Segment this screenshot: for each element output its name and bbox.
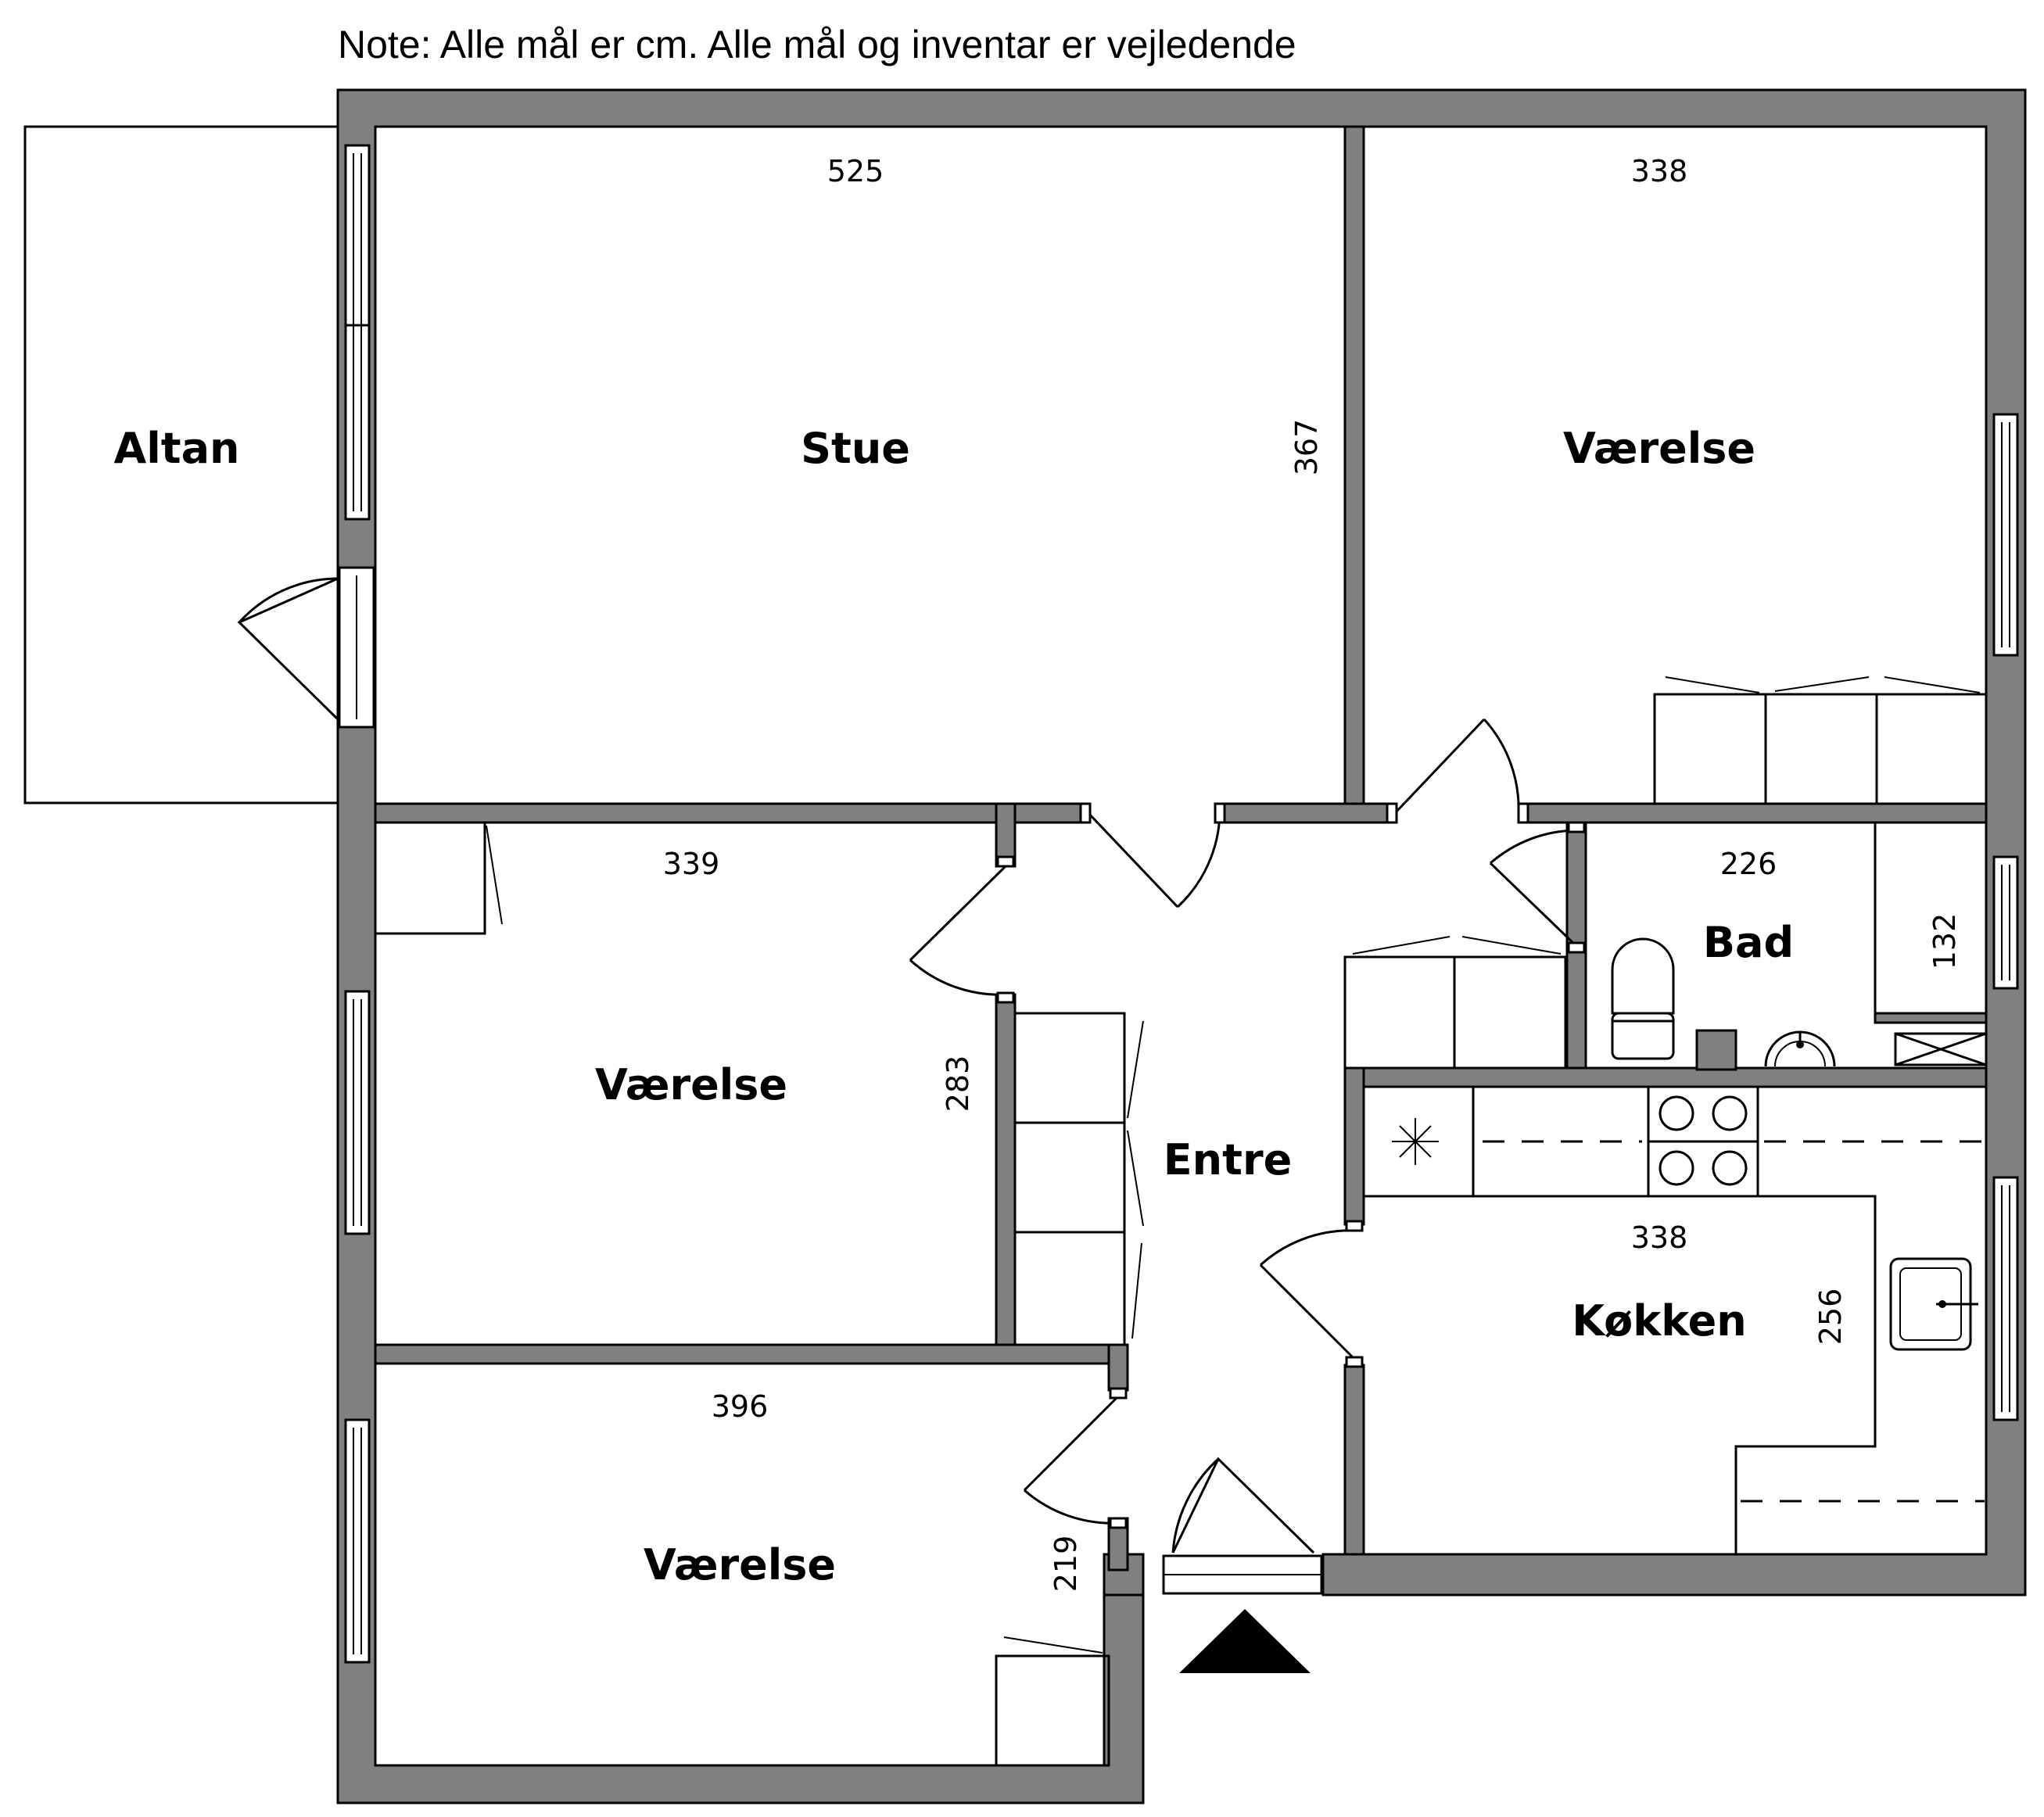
door-jamb (1345, 1220, 1364, 1232)
room-label-vaerelse-ne: Værelse (1563, 424, 1755, 473)
windows (338, 144, 2019, 1664)
wall-vaerelse-w-bottom (374, 1343, 1128, 1365)
dim-vaerelse-sw-height: 219 (1049, 1536, 1083, 1593)
room-label-koekken: Køkken (1572, 1296, 1746, 1346)
door-vaerelse-ne (1393, 718, 1520, 815)
dim-vaerelse-w-height: 283 (941, 1055, 975, 1113)
door-balcony (237, 577, 339, 721)
wall-vaerelse-bottom (1523, 802, 1988, 824)
door-vaerelse-w (909, 865, 1007, 996)
wall-stue-vaerelse (1343, 125, 1365, 807)
door-jamb (1567, 821, 1586, 833)
door-jamb (996, 991, 1015, 1004)
kitchen-sink-icon (1889, 1257, 1978, 1351)
room-labels: Altan Stue Værelse Værelse Værelse Entre… (114, 424, 1795, 1589)
wall-bad-west (1565, 821, 1587, 948)
wall-bad-storage (1874, 1012, 1988, 1024)
door-entrance (1171, 1457, 1315, 1554)
dim-bad-height: 132 (1927, 913, 1962, 970)
door-jamb (1079, 802, 1092, 824)
closet-vaerelse-w (374, 821, 486, 935)
wall-koekken-west (1343, 1364, 1365, 1556)
door-jamb (996, 855, 1015, 868)
door-jamb (1517, 802, 1529, 824)
room-label-bad: Bad (1703, 918, 1794, 967)
dim-vaerelse-sw-width: 396 (712, 1389, 769, 1424)
doors (237, 577, 1586, 1554)
dim-bad-width: 226 (1720, 847, 1777, 881)
wardrobe-vaerelse-ne (1653, 693, 1988, 805)
wall-stue-bottom-right (1221, 802, 1389, 824)
door-stue (1087, 812, 1221, 908)
window-bad (1992, 855, 2019, 990)
dim-koekken-height: 256 (1813, 1288, 1848, 1346)
wall-vaerelse-w-east (995, 993, 1017, 1357)
door-koekken (1259, 1229, 1356, 1360)
door-bad (1489, 829, 1578, 948)
door-jamb (1345, 1356, 1364, 1368)
room-label-altan: Altan (114, 424, 240, 473)
wall-koekken-west-top (1343, 1066, 1365, 1226)
wall-bad-west-low (1565, 941, 1587, 1088)
walls (336, 88, 2027, 1804)
toilet-icon (1611, 937, 1675, 1060)
wardrobe-hall (1013, 1012, 1126, 1346)
window-vaerelse-ne (1992, 413, 2019, 657)
door-vaerelse-sw (1023, 1395, 1120, 1525)
room-label-vaerelse-w: Værelse (595, 1060, 787, 1109)
dim-vaerelse-ne-width: 338 (1631, 154, 1688, 188)
room-label-vaerelse-sw: Værelse (644, 1540, 836, 1589)
closet-vaerelse-sw (995, 1654, 1110, 1767)
furniture (374, 676, 1988, 1767)
wall-vaerelse-sw-east-top (1107, 1343, 1129, 1392)
window-stue (344, 144, 371, 521)
washbasin-icon (1764, 1030, 1836, 1067)
ventilation-icon (1894, 1032, 1988, 1066)
wall-bad-step (1695, 1029, 1737, 1071)
note-text: Note: Alle mål er cm. Alle mål og invent… (338, 23, 1296, 66)
window-vaerelse-sw (344, 1418, 371, 1664)
door-jamb (1214, 802, 1226, 824)
door-jamb (1109, 1517, 1128, 1529)
dim-stue-width: 525 (827, 154, 884, 188)
room-label-stue: Stue (801, 424, 910, 473)
entrance-arrow-icon (1179, 1609, 1311, 1673)
room-label-entre: Entre (1164, 1135, 1292, 1184)
wall-stue-bottom-left (374, 802, 1087, 824)
light-fixture-icon (1392, 1118, 1439, 1165)
door-jamb (1109, 1387, 1128, 1399)
wall-bad-bottom (1343, 1066, 1988, 1088)
window-vaerelse-w (344, 990, 371, 1235)
dim-stue-height: 367 (1289, 419, 1324, 476)
window-koekken (1992, 1176, 2019, 1421)
dim-vaerelse-w-width: 339 (663, 847, 720, 881)
dimensions: 525 367 338 339 283 396 219 226 132 338 … (663, 154, 1962, 1592)
door-jamb (1567, 941, 1586, 954)
dim-koekken-width: 338 (1631, 1220, 1688, 1255)
door-jamb (1386, 802, 1398, 824)
